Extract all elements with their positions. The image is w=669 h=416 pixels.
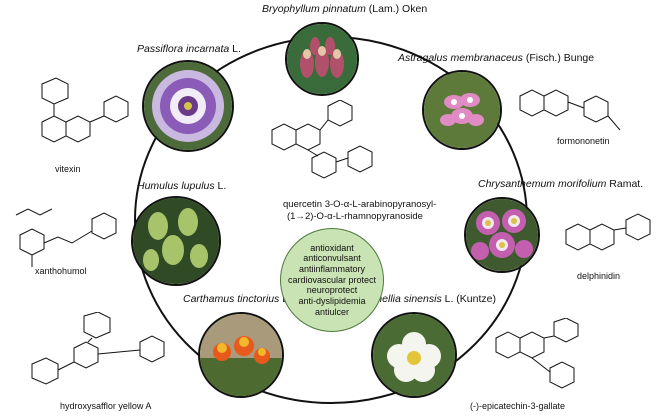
activity-item: antioxidant bbox=[310, 242, 354, 253]
name-hydroxysafflor: hydroxysafflor yellow A bbox=[60, 401, 152, 411]
name-vitexin: vitexin bbox=[55, 164, 81, 174]
label-bryophyllum: Bryophyllum pinnatum (Lam.) Oken bbox=[262, 3, 428, 15]
name-quercetin-line2: (1→2)-O-α-L-rhamnopyranoside bbox=[287, 211, 423, 222]
label-carthamus: Carthamus tinctorius L. bbox=[183, 293, 291, 305]
activity-item: anti-dyslipidemia bbox=[298, 295, 366, 306]
name-epicatechin: (-)-epicatechin-3-gallate bbox=[470, 401, 566, 411]
structure-vitexin bbox=[12, 72, 140, 164]
photo-camellia bbox=[371, 312, 457, 398]
label-astragalus: Astragalus membranaceus (Fisch.) Bunge bbox=[398, 52, 595, 64]
structure-xanthohumol bbox=[6, 205, 130, 279]
activity-item: antiinflammatory bbox=[298, 264, 366, 275]
structure-epicatechin bbox=[490, 318, 600, 398]
structure-quercetin bbox=[262, 100, 402, 194]
photo-astragalus bbox=[422, 70, 502, 150]
label-humulus: Humulus lupulus L. bbox=[137, 180, 227, 192]
structure-formononetin bbox=[510, 82, 640, 142]
activities-circle: antioxidant anticonvulsant antiinflammat… bbox=[280, 228, 384, 332]
photo-chrysanthemum bbox=[464, 197, 540, 273]
label-passiflora: Passiflora incarnata L. bbox=[137, 43, 241, 55]
name-quercetin-line1: quercetin 3-O-α-L-arabinopyranosyl- bbox=[283, 199, 437, 210]
activity-item: antiulcer bbox=[314, 306, 350, 317]
photo-carthamus bbox=[198, 312, 284, 398]
photo-humulus bbox=[131, 196, 221, 286]
name-delphinidin: delphinidin bbox=[577, 271, 621, 281]
photo-bryophyllum bbox=[285, 22, 359, 96]
structure-delphinidin bbox=[560, 208, 660, 268]
structure-hydroxysafflor bbox=[28, 312, 178, 398]
activity-item: anticonvulsant bbox=[303, 253, 361, 264]
photo-passiflora bbox=[142, 60, 234, 152]
name-xanthohumol: xanthohumol bbox=[35, 266, 87, 276]
activity-item: neuroprotect bbox=[306, 285, 358, 296]
name-formononetin: formononetin bbox=[557, 136, 610, 146]
activity-item: cardiovascular protect bbox=[287, 274, 377, 285]
label-chrysanthemum: Chrysanthemum morifolium Ramat. bbox=[478, 178, 644, 190]
